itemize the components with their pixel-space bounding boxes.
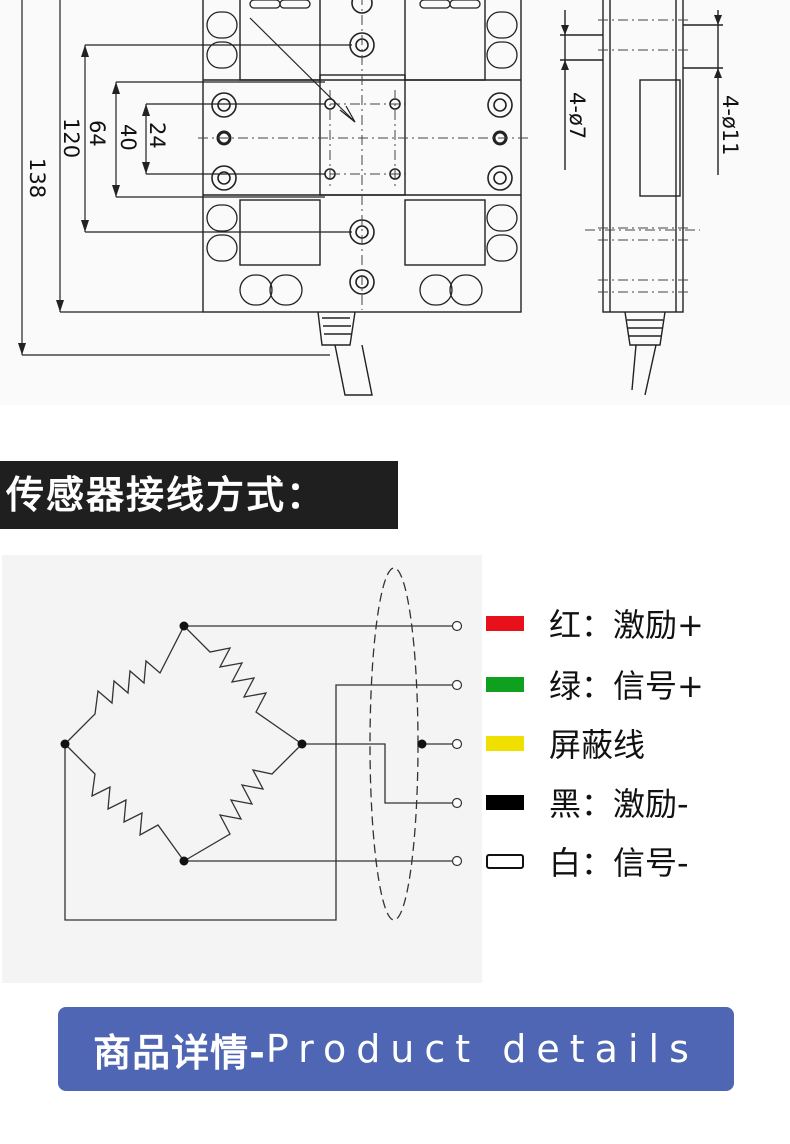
legend-row-green: 绿：信号+ xyxy=(486,662,704,706)
wiring-diagram: 红：激励+ 绿：信号+ 屏蔽线 黑：激励- 白：信号- xyxy=(0,555,790,985)
drawing-svg: 138 120 64 40 24 4-ø7 xyxy=(18,0,742,396)
wiring-section-heading: 传感器接线方式： xyxy=(0,461,398,529)
wire-green xyxy=(64,684,452,921)
terminal-3 xyxy=(451,738,463,750)
terminal-1 xyxy=(451,620,463,632)
legend-label-white: 白：信号- xyxy=(549,844,689,882)
banner-title-cn: 商品详情- xyxy=(93,1030,266,1075)
side-view-outline xyxy=(602,0,684,313)
bridge-arm-lower-right xyxy=(183,743,303,862)
wire-black xyxy=(302,743,452,804)
legend-row-white: 白：信号- xyxy=(486,839,689,883)
legend-label-green: 绿：信号+ xyxy=(549,667,704,705)
product-details-banner: 商品详情- Product details xyxy=(58,1007,734,1091)
plate-outline xyxy=(202,0,522,313)
legend-label-black: 黑：激励- xyxy=(549,785,689,823)
swatch-red xyxy=(486,615,524,631)
hole-callout-d7: 4-ø7 xyxy=(565,92,589,139)
swatch-yellow xyxy=(486,735,524,751)
legend-row-yellow: 屏蔽线 xyxy=(486,721,645,765)
swatch-green xyxy=(486,676,524,692)
terminal-4 xyxy=(451,797,463,809)
dimension-138: 138 xyxy=(25,158,49,198)
bridge-arm-lower-left xyxy=(64,743,185,862)
dimension-24: 24 xyxy=(145,122,169,149)
banner-title-en: Product details xyxy=(265,1027,699,1071)
swatch-black xyxy=(486,794,524,810)
hole-callout-d11: 4-ø11 xyxy=(718,95,742,156)
legend-row-black: 黑：激励- xyxy=(486,780,689,824)
bridge-arm-upper-right xyxy=(183,625,303,745)
swatch-white xyxy=(486,853,524,869)
legend-row-red: 红：激励+ xyxy=(486,601,704,645)
legend-label-red: 红：激励+ xyxy=(549,606,704,644)
bridge-circuit-svg xyxy=(60,567,463,921)
dimension-40: 40 xyxy=(116,124,140,151)
dimension-64: 64 xyxy=(85,120,109,147)
technical-drawing: 138 120 64 40 24 4-ø7 xyxy=(0,0,790,405)
bridge-arm-upper-left xyxy=(64,625,185,745)
dimension-120: 120 xyxy=(59,118,83,158)
legend-label-shield: 屏蔽线 xyxy=(549,726,646,764)
terminal-2 xyxy=(451,679,463,691)
terminal-5 xyxy=(451,855,463,867)
